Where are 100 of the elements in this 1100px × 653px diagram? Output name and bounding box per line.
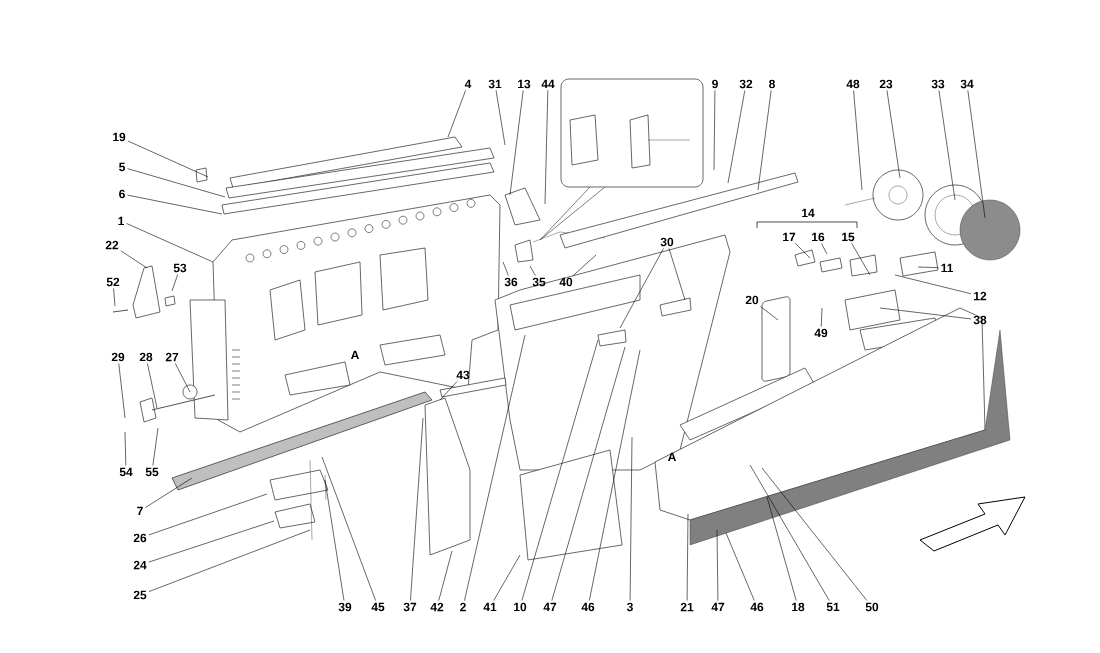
leader-line — [148, 493, 268, 536]
leader-line — [145, 477, 193, 508]
callout-number: 27 — [165, 352, 179, 362]
leader-line — [118, 363, 126, 419]
leader-line — [821, 243, 828, 255]
callout-number: 15 — [842, 232, 855, 242]
leader-line — [757, 90, 772, 191]
callout-number: 44 — [541, 79, 555, 89]
callout-number: 26 — [133, 533, 147, 543]
callout-number: 46 — [750, 602, 764, 612]
leader-line — [148, 520, 275, 563]
leader-line — [529, 265, 536, 276]
callout-number: 24 — [133, 560, 147, 570]
leader-line — [113, 288, 116, 307]
callout-number: 11 — [941, 263, 953, 273]
leader-line — [879, 307, 972, 320]
callout-number: 17 — [783, 232, 796, 242]
leader-line — [126, 223, 214, 263]
callout-number: 14 — [802, 208, 815, 218]
leader-line — [766, 496, 797, 601]
leader-line — [713, 90, 716, 171]
callout-number: 18 — [792, 602, 805, 612]
callout-number: 52 — [106, 277, 120, 287]
leader-line — [147, 363, 158, 409]
callout-number: 6 — [119, 189, 125, 199]
leader-line — [171, 274, 179, 292]
callout-number: 29 — [111, 352, 125, 362]
callout-number: 31 — [488, 79, 502, 89]
leader-line — [464, 334, 526, 601]
callout-number: 32 — [739, 79, 753, 89]
leader-line — [175, 363, 191, 393]
callout-number: 30 — [660, 237, 674, 247]
leader-line — [127, 140, 209, 178]
callout-number: 4 — [464, 79, 472, 89]
leader-line — [324, 479, 345, 601]
leader-line — [917, 266, 939, 268]
leader-line — [725, 532, 755, 601]
callout-number: 22 — [105, 240, 119, 250]
leader-line — [544, 90, 549, 205]
callout-number: 35 — [532, 277, 546, 287]
leader-line — [851, 243, 871, 276]
leader-line — [502, 261, 509, 276]
callout-number: 21 — [680, 602, 694, 612]
callout-number: 53 — [173, 263, 187, 273]
callout-number: 37 — [403, 602, 417, 612]
callout-number: 38 — [973, 315, 987, 325]
callout-number: 55 — [145, 467, 159, 477]
callout-number: 33 — [931, 79, 945, 89]
leader-line — [410, 417, 424, 601]
leader-line — [439, 381, 458, 401]
leader-line — [589, 349, 641, 601]
callout-number: 48 — [846, 79, 860, 89]
leader-line — [438, 550, 453, 601]
callout-number: 20 — [745, 295, 759, 305]
leader-line — [124, 431, 127, 466]
callout-number: 54 — [119, 467, 133, 477]
callout-number: 5 — [119, 162, 125, 172]
leader-line — [668, 248, 686, 301]
callout-number: 8 — [769, 79, 775, 89]
leader-line — [493, 554, 521, 601]
leader-line — [795, 243, 811, 259]
leader-line — [509, 90, 524, 196]
callout-number: 47 — [711, 602, 725, 612]
view-letter: A — [667, 452, 676, 462]
callout-number: 2 — [460, 602, 466, 612]
callout-number: 10 — [514, 602, 527, 612]
callout-number: 25 — [133, 590, 147, 600]
callout-number: 36 — [504, 277, 518, 287]
leader-line — [572, 254, 597, 276]
callout-number: 43 — [456, 370, 470, 380]
callout-number: 49 — [814, 328, 828, 338]
callout-number: 23 — [879, 79, 893, 89]
callout-number: 16 — [812, 232, 825, 242]
leader-line — [321, 456, 376, 601]
callout-number: 47 — [543, 602, 557, 612]
callout-number: 41 — [483, 602, 497, 612]
callout-number: 12 — [974, 291, 987, 301]
leader-line — [853, 90, 863, 191]
callout-number: 42 — [430, 602, 444, 612]
leader-line — [938, 90, 956, 201]
leader-line — [619, 248, 664, 329]
callout-number: 7 — [137, 506, 143, 516]
leader-line — [886, 90, 901, 179]
callout-number: 19 — [113, 132, 126, 142]
leader-line — [760, 306, 779, 321]
leader-line — [127, 168, 226, 198]
leader-line — [447, 90, 466, 138]
callout-number: 13 — [518, 79, 531, 89]
callout-number: 46 — [581, 602, 595, 612]
callout-number: 1 — [118, 216, 124, 226]
leader-line — [127, 194, 223, 215]
callout-number: 51 — [826, 602, 840, 612]
leader-line — [551, 346, 626, 601]
leader-line — [749, 464, 830, 601]
leader-line — [820, 307, 823, 327]
leader-line — [120, 250, 148, 269]
leader-line — [761, 467, 868, 601]
callout-number: 34 — [960, 79, 974, 89]
callout-number: 50 — [865, 602, 879, 612]
leader-line — [521, 339, 599, 601]
